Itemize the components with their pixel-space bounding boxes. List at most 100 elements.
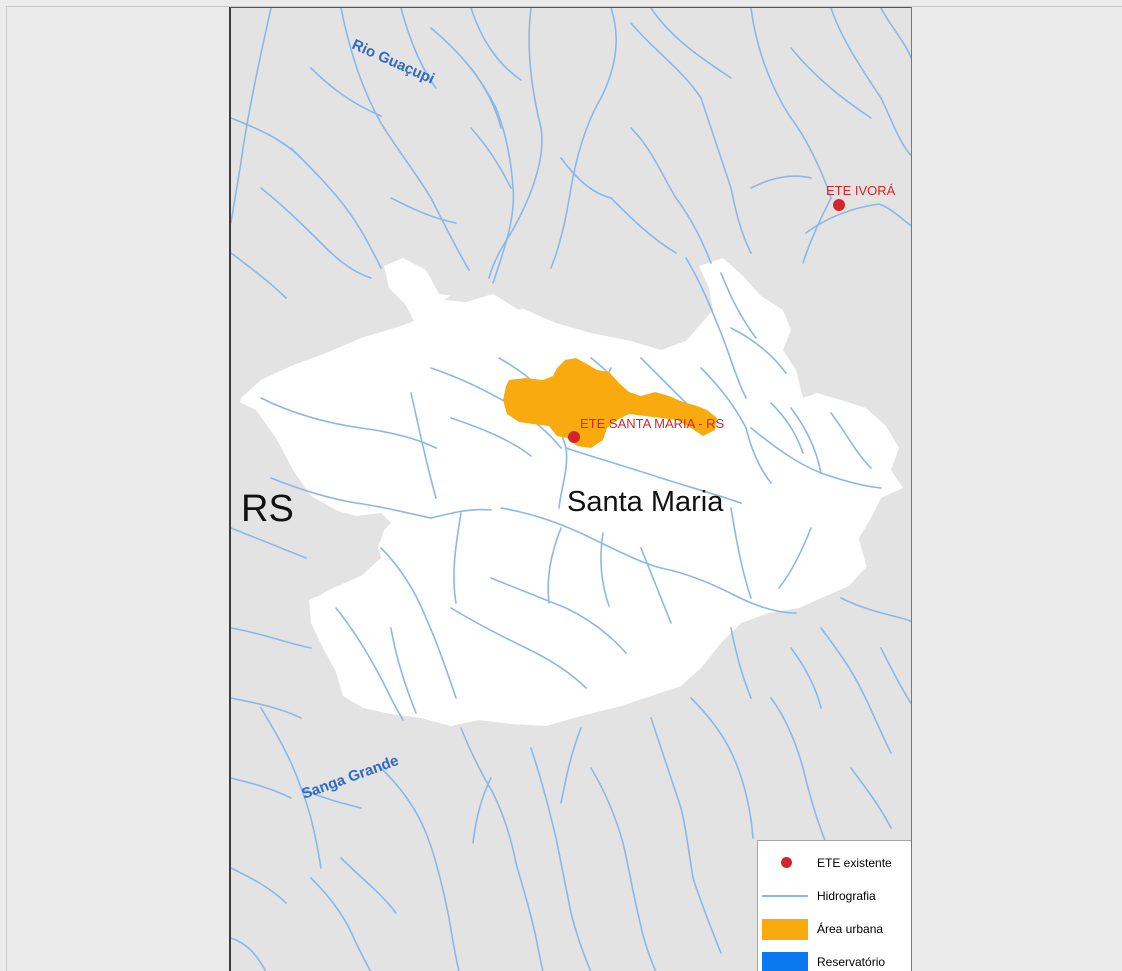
river bbox=[778, 527, 812, 589]
river bbox=[500, 507, 662, 569]
river bbox=[231, 252, 287, 299]
river bbox=[720, 272, 757, 339]
river bbox=[770, 402, 804, 454]
river bbox=[730, 507, 752, 599]
river bbox=[310, 67, 382, 117]
river bbox=[690, 697, 737, 764]
river bbox=[805, 203, 911, 234]
river bbox=[880, 8, 911, 60]
river bbox=[560, 727, 582, 804]
urban-area-santa-maria bbox=[503, 358, 717, 448]
river bbox=[840, 597, 911, 623]
river bbox=[735, 762, 754, 839]
legend-item-ete: ETE existente bbox=[758, 852, 911, 874]
map-legend: ETE existente Hidrografia Área urbana Re… bbox=[757, 840, 911, 971]
river bbox=[380, 767, 460, 971]
river bbox=[231, 627, 312, 649]
river bbox=[270, 477, 432, 519]
legend-item-area-urbana: Área urbana bbox=[758, 918, 911, 940]
river bbox=[231, 867, 287, 904]
river bbox=[300, 787, 362, 809]
enclave-east bbox=[859, 463, 911, 600]
river bbox=[231, 937, 267, 971]
river bbox=[590, 767, 640, 919]
river bbox=[453, 512, 462, 604]
river bbox=[490, 577, 627, 654]
river bbox=[380, 547, 457, 699]
river bbox=[570, 912, 592, 971]
river bbox=[630, 22, 702, 99]
river bbox=[850, 767, 892, 829]
legend-label: Reservatório bbox=[817, 955, 886, 969]
river bbox=[515, 862, 544, 971]
river bbox=[660, 567, 797, 614]
river bbox=[472, 777, 492, 844]
river bbox=[460, 727, 517, 864]
river bbox=[340, 8, 470, 271]
river bbox=[410, 392, 437, 499]
city-label: Santa Maria bbox=[567, 486, 724, 518]
ete-point-ivora[interactable] bbox=[833, 199, 845, 211]
ete-point-santa-maria[interactable] bbox=[568, 431, 580, 443]
river bbox=[630, 127, 677, 199]
river bbox=[430, 27, 515, 284]
river bbox=[450, 417, 532, 457]
river bbox=[820, 627, 892, 754]
river bbox=[390, 197, 457, 224]
river bbox=[231, 777, 292, 799]
river bbox=[830, 412, 872, 469]
river bbox=[565, 447, 742, 504]
river bbox=[750, 175, 812, 189]
river bbox=[550, 8, 617, 269]
legend-label: ETE existente bbox=[817, 856, 892, 870]
river bbox=[638, 917, 657, 971]
state-label: RS bbox=[241, 488, 294, 530]
river bbox=[880, 647, 911, 705]
legend-item-reservatorio: Reservatório bbox=[758, 951, 911, 971]
river bbox=[260, 187, 372, 279]
outer-frame bbox=[6, 6, 1122, 971]
river bbox=[290, 147, 382, 269]
river bbox=[470, 127, 512, 189]
river bbox=[470, 8, 522, 81]
river bbox=[685, 257, 747, 399]
river bbox=[790, 47, 872, 119]
river bbox=[830, 8, 911, 157]
enclave-northeast bbox=[791, 298, 911, 390]
river bbox=[470, 67, 502, 129]
legend-fill-symbol bbox=[762, 951, 808, 971]
river bbox=[430, 508, 492, 519]
river bbox=[530, 747, 572, 914]
legend-point-symbol bbox=[762, 852, 808, 874]
river bbox=[700, 97, 752, 254]
river bbox=[692, 877, 722, 954]
river bbox=[650, 8, 732, 79]
river bbox=[802, 197, 832, 264]
river bbox=[390, 627, 417, 714]
river bbox=[335, 607, 404, 721]
ete-label-ivora: ETE IVORÁ bbox=[826, 183, 896, 198]
river bbox=[745, 427, 772, 484]
legend-fill-symbol bbox=[762, 918, 808, 940]
hydrography-network bbox=[231, 8, 911, 971]
river bbox=[790, 647, 822, 709]
river bbox=[770, 697, 827, 844]
river bbox=[790, 407, 822, 474]
river bbox=[231, 697, 302, 719]
river bbox=[231, 527, 307, 559]
river bbox=[640, 547, 672, 624]
enclave-north-bay bbox=[444, 280, 531, 310]
river bbox=[400, 8, 437, 89]
river bbox=[650, 717, 694, 879]
river bbox=[450, 607, 587, 689]
legend-label: Área urbana bbox=[817, 922, 884, 936]
river bbox=[730, 627, 752, 699]
river bbox=[730, 327, 787, 374]
river bbox=[340, 857, 397, 914]
legend-line-symbol bbox=[762, 885, 808, 907]
river bbox=[310, 877, 372, 971]
map-canvas: ETE SANTA MARIA - RS ETE IVORÁ Santa Mar… bbox=[231, 8, 911, 971]
river bbox=[750, 8, 832, 199]
legend-label: Hidrografia bbox=[817, 889, 876, 903]
river bbox=[260, 397, 437, 449]
